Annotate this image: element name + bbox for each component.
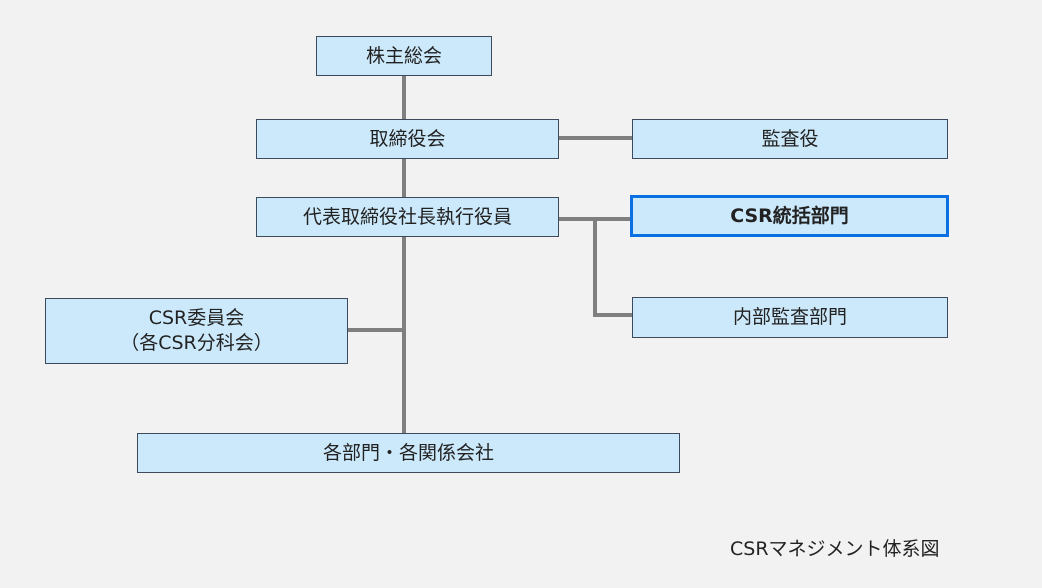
node-internal-audit: 内部監査部門 — [632, 297, 948, 338]
node-board-of-directors: 取締役会 — [256, 119, 559, 159]
node-label: CSR統括部門 — [730, 204, 849, 227]
connector-board-ceo — [402, 158, 406, 198]
node-label-line2: （各CSR分科会） — [120, 332, 273, 354]
node-ceo: 代表取締役社長執行役員 — [256, 197, 559, 237]
node-shareholders-meeting: 株主総会 — [316, 36, 492, 76]
connector-board-auditor — [558, 136, 633, 140]
node-label: 監査役 — [761, 127, 819, 150]
node-divisions-affiliates: 各部門・各関係会社 — [137, 433, 680, 473]
connector-shareholders-board — [402, 75, 406, 120]
node-label-line1: CSR委員会 — [148, 307, 245, 330]
connector-branch-internal-audit — [593, 313, 633, 317]
node-csr-committee: CSR委員会 （各CSR分科会） — [45, 298, 348, 364]
node-label: 取締役会 — [369, 127, 446, 150]
node-label: 内部監査部門 — [732, 306, 847, 329]
node-label: 株主総会 — [365, 44, 442, 67]
node-csr-department: CSR統括部門 — [630, 195, 949, 237]
connector-ceo-trunk — [402, 236, 406, 434]
diagram-caption: CSRマネジメント体系図 — [730, 538, 940, 560]
node-label: 代表取締役社長執行役員 — [302, 205, 512, 228]
connector-trunk-committee — [347, 328, 404, 332]
connector-branch-vertical — [593, 217, 597, 317]
node-auditor: 監査役 — [632, 119, 948, 159]
node-label: 各部門・各関係会社 — [322, 441, 494, 464]
